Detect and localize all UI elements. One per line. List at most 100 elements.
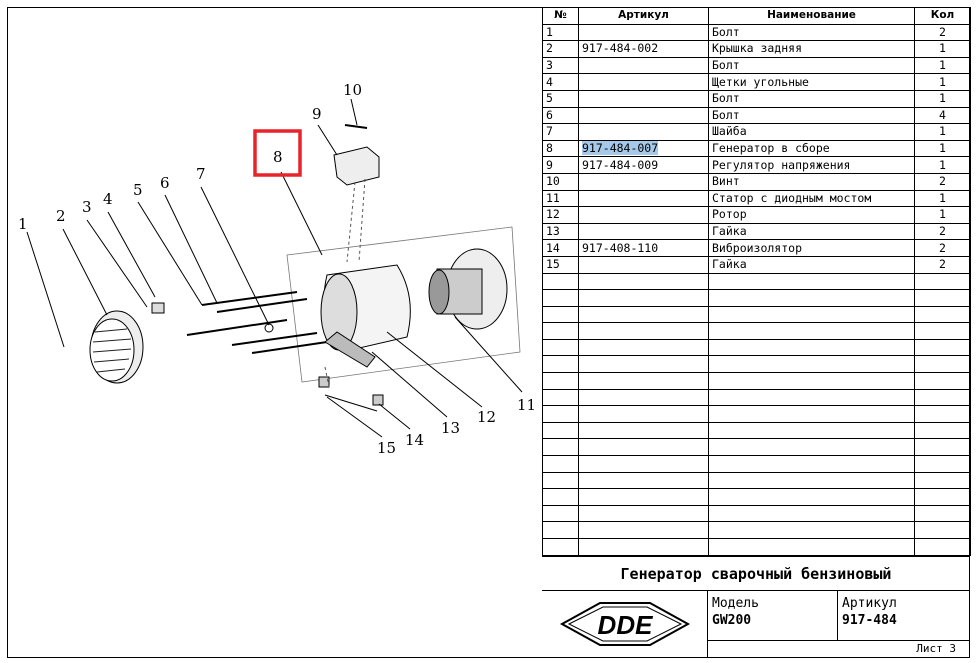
- empty-cell: [914, 504, 971, 523]
- row-qty-text: 1: [939, 157, 946, 172]
- row-article: [578, 123, 709, 141]
- row-article-text: 917-484-002: [582, 41, 659, 56]
- empty-cell: [542, 305, 579, 324]
- row-name-text: Ротор: [712, 207, 747, 222]
- row-name-text: Болт: [712, 24, 740, 39]
- empty-cell: [914, 405, 971, 423]
- diagram-label-10: 10: [343, 81, 362, 99]
- col-qty-header: Кол: [914, 7, 971, 25]
- row-number: 2: [542, 40, 579, 58]
- table-row: 12 Ротор 1: [542, 206, 971, 224]
- table-row-empty: [542, 471, 971, 490]
- empty-cell: [708, 289, 915, 307]
- row-name-text: Винт: [712, 174, 740, 189]
- empty-cell: [578, 504, 709, 523]
- table-row-empty: [542, 521, 971, 539]
- table-row-empty: [542, 272, 971, 291]
- logo-text: DDE: [598, 610, 654, 640]
- empty-cell: [708, 455, 915, 473]
- row-number: 12: [542, 206, 579, 224]
- row-qty-text: 1: [939, 207, 946, 222]
- empty-cell: [542, 272, 579, 291]
- table-row: 1 Болт 2: [542, 23, 971, 42]
- row-number: 15: [542, 255, 579, 274]
- diagram-label-3: 3: [82, 198, 92, 216]
- row-number-text: 14: [546, 240, 560, 255]
- highlight-box: [253, 129, 302, 177]
- row-name-text: Регулятор напряжения: [712, 157, 851, 172]
- row-qty-text: 1: [939, 58, 946, 73]
- row-name-text: Болт: [712, 58, 740, 73]
- table-row-empty: [542, 388, 971, 407]
- empty-cell: [578, 372, 709, 390]
- row-qty-text: 1: [939, 74, 946, 89]
- diagram-label-6: 6: [160, 174, 170, 192]
- empty-cell: [914, 538, 971, 556]
- row-article: 917-484-009: [578, 156, 709, 174]
- row-name: Шайба: [708, 123, 915, 141]
- row-number-text: 1: [546, 24, 553, 39]
- table-row-empty: [542, 289, 971, 307]
- empty-cell: [578, 521, 709, 539]
- row-name: Крышка задняя: [708, 40, 915, 58]
- diagram-label-4: 4: [103, 190, 113, 208]
- empty-cell: [708, 338, 915, 357]
- row-name: Болт: [708, 23, 915, 42]
- row-article: [578, 106, 709, 125]
- empty-cell: [578, 322, 709, 340]
- row-qty-text: 1: [939, 41, 946, 56]
- empty-cell: [578, 289, 709, 307]
- empty-cell: [578, 538, 709, 556]
- table-row-empty: [542, 322, 971, 340]
- row-qty: 1: [914, 156, 971, 174]
- row-name: Болт: [708, 89, 915, 108]
- table-row-empty: [542, 305, 971, 324]
- row-article: 917-484-007: [578, 139, 709, 158]
- row-qty: 2: [914, 23, 971, 42]
- row-qty: 1: [914, 56, 971, 75]
- row-name: Статор с диодным мостом: [708, 189, 915, 208]
- empty-cell: [578, 438, 709, 457]
- empty-cell: [708, 521, 915, 539]
- row-qty-text: 1: [939, 190, 946, 205]
- empty-cell: [578, 305, 709, 324]
- empty-cell: [578, 488, 709, 506]
- empty-cell: [914, 338, 971, 357]
- empty-cell: [542, 504, 579, 523]
- row-name: Болт: [708, 106, 915, 125]
- empty-cell: [542, 355, 579, 374]
- row-name: Регулятор напряжения: [708, 156, 915, 174]
- empty-cell: [542, 338, 579, 357]
- empty-cell: [708, 305, 915, 324]
- sheet-number: Лист 3: [708, 640, 970, 658]
- row-qty: 1: [914, 89, 971, 108]
- row-article: [578, 172, 709, 191]
- empty-cell: [578, 471, 709, 490]
- empty-cell: [708, 471, 915, 490]
- empty-cell: [708, 405, 915, 423]
- diagram-label-8: 8: [273, 148, 283, 166]
- row-article-text: 917-484-007: [582, 141, 659, 156]
- empty-cell: [542, 372, 579, 390]
- row-name-text: Генератор в сборе: [712, 141, 830, 156]
- row-number: 6: [542, 106, 579, 125]
- empty-cell: [914, 471, 971, 490]
- col-number-header: №: [542, 7, 579, 25]
- empty-cell: [708, 538, 915, 556]
- empty-cell: [542, 289, 579, 307]
- row-qty-text: 2: [939, 24, 946, 39]
- empty-cell: [708, 322, 915, 340]
- col-name-header: Наименование: [708, 7, 915, 25]
- empty-cell: [914, 355, 971, 374]
- empty-cell: [708, 504, 915, 523]
- row-name-text: Щетки угольные: [712, 74, 809, 89]
- empty-cell: [542, 455, 579, 473]
- row-qty: 2: [914, 239, 971, 257]
- row-qty-text: 2: [939, 257, 946, 272]
